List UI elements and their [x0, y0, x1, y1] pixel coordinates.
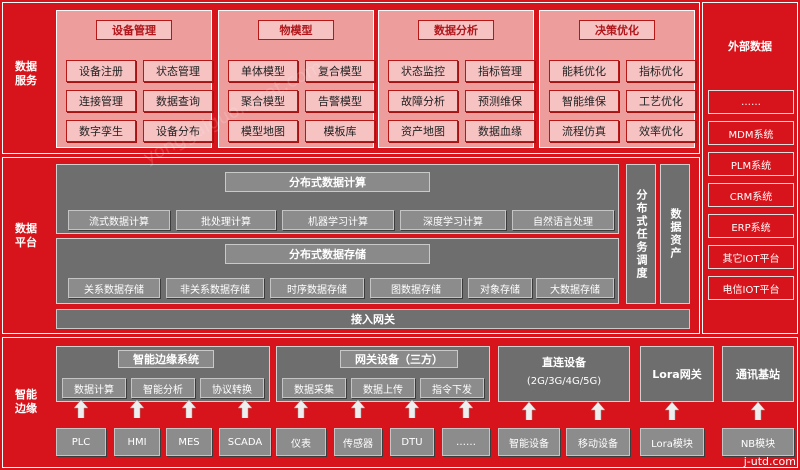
section-label-data-service: 数据 服务 — [15, 60, 37, 87]
base-station-title: 通讯基站 — [736, 368, 780, 381]
compute-item[interactable]: 流式数据计算 — [68, 210, 170, 230]
service-item[interactable]: 预测维保 — [465, 90, 535, 112]
compute-item[interactable]: 批处理计算 — [176, 210, 276, 230]
external-item[interactable]: CRM系统 — [708, 183, 794, 207]
data-service-frame — [2, 2, 700, 154]
service-item[interactable]: 资产地图 — [388, 120, 458, 142]
gateway-item[interactable]: 数据采集 — [282, 378, 346, 398]
external-item[interactable]: ERP系统 — [708, 214, 794, 238]
service-group-title-0: 设备管理 — [96, 20, 172, 40]
up-arrow-icon — [294, 400, 308, 418]
service-item[interactable]: 指标管理 — [465, 60, 535, 82]
smart-edge-item[interactable]: 智能分析 — [131, 378, 195, 398]
gateway-bar: 接入网关 — [56, 309, 690, 329]
service-item[interactable]: 故障分析 — [388, 90, 458, 112]
service-item[interactable]: 状态监控 — [388, 60, 458, 82]
smart-edge-item[interactable]: 协议转换 — [200, 378, 264, 398]
up-arrow-icon — [238, 400, 252, 418]
external-item[interactable]: 其它IOT平台 — [708, 245, 794, 269]
lora-gateway-panel — [640, 346, 714, 402]
storage-title: 分布式数据存储 — [225, 244, 430, 264]
smart-edge-item[interactable]: 数据计算 — [62, 378, 126, 398]
bottom-item[interactable]: DTU — [390, 428, 434, 456]
bottom-item[interactable]: 传感器 — [334, 428, 382, 456]
corner-mark: j-utd.com — [743, 455, 796, 468]
up-arrow-icon — [459, 400, 473, 418]
storage-item[interactable]: 时序数据存储 — [270, 278, 364, 298]
service-item[interactable]: 复合模型 — [305, 60, 375, 82]
data-platform-frame — [2, 157, 700, 334]
service-item[interactable]: 聚合模型 — [228, 90, 298, 112]
lora-gateway-title: Lora网关 — [652, 368, 702, 381]
gateway-device-title: 网关设备（三方） — [340, 350, 458, 368]
bottom-item[interactable]: SCADA — [219, 428, 271, 456]
direct-device-panel — [498, 346, 630, 402]
up-arrow-icon — [405, 400, 419, 418]
up-arrow-icon — [522, 402, 536, 420]
service-item[interactable]: 流程仿真 — [549, 120, 619, 142]
edge-frame — [2, 337, 798, 468]
storage-item[interactable]: 非关系数据存储 — [166, 278, 264, 298]
external-item[interactable]: …… — [708, 90, 794, 114]
service-item[interactable]: 设备注册 — [66, 60, 136, 82]
service-group-title-3: 决策优化 — [579, 20, 655, 40]
service-item[interactable]: 数据查询 — [143, 90, 213, 112]
compute-item[interactable]: 深度学习计算 — [400, 210, 506, 230]
service-item[interactable]: 数据血缘 — [465, 120, 535, 142]
bottom-item[interactable]: 智能设备 — [498, 428, 560, 456]
storage-item[interactable]: 关系数据存储 — [68, 278, 160, 298]
service-item[interactable]: 模板库 — [305, 120, 375, 142]
service-item[interactable]: 能耗优化 — [549, 60, 619, 82]
service-item[interactable]: 连接管理 — [66, 90, 136, 112]
bottom-item[interactable]: 仪表 — [276, 428, 326, 456]
service-item[interactable]: 单体模型 — [228, 60, 298, 82]
external-item[interactable]: 电信IOT平台 — [708, 276, 794, 300]
smart-edge-title: 智能边缘系统 — [118, 350, 214, 368]
bottom-item[interactable]: 移动设备 — [566, 428, 630, 456]
service-item[interactable]: 状态管理 — [143, 60, 213, 82]
direct-device-subtitle: (2G/3G/4G/5G) — [526, 376, 602, 387]
storage-item[interactable]: 对象存储 — [468, 278, 532, 298]
gateway-item[interactable]: 指令下发 — [420, 378, 484, 398]
bottom-item[interactable]: Lora模块 — [640, 428, 704, 456]
up-arrow-icon — [74, 400, 88, 418]
direct-device-title: 直连设备 — [542, 356, 586, 369]
service-item[interactable]: 告警模型 — [305, 90, 375, 112]
service-item[interactable]: 模型地图 — [228, 120, 298, 142]
external-item[interactable]: MDM系统 — [708, 121, 794, 145]
storage-item[interactable]: 图数据存储 — [370, 278, 462, 298]
compute-item[interactable]: 机器学习计算 — [282, 210, 394, 230]
service-item[interactable]: 设备分布 — [143, 120, 213, 142]
up-arrow-icon — [751, 402, 765, 420]
up-arrow-icon — [591, 402, 605, 420]
bottom-item[interactable]: HMI — [114, 428, 160, 456]
up-arrow-icon — [182, 400, 196, 418]
up-arrow-icon — [665, 402, 679, 420]
data-asset-box: 数据资产 — [660, 164, 690, 304]
bottom-item[interactable]: …… — [442, 428, 490, 456]
bottom-item[interactable]: NB模块 — [722, 428, 794, 456]
external-data-title: 外部数据 — [728, 40, 772, 53]
compute-title: 分布式数据计算 — [225, 172, 430, 192]
bottom-item[interactable]: MES — [166, 428, 212, 456]
service-group-title-1: 物模型 — [258, 20, 334, 40]
external-item[interactable]: PLM系统 — [708, 152, 794, 176]
compute-item[interactable]: 自然语言处理 — [512, 210, 614, 230]
up-arrow-icon — [130, 400, 144, 418]
external-data-frame — [702, 2, 798, 334]
scheduler-box: 分布式任务调度 — [626, 164, 656, 304]
bottom-item[interactable]: PLC — [56, 428, 106, 456]
service-group-title-2: 数据分析 — [418, 20, 494, 40]
gateway-item[interactable]: 数据上传 — [351, 378, 415, 398]
service-item[interactable]: 智能维保 — [549, 90, 619, 112]
service-item[interactable]: 数字孪生 — [66, 120, 136, 142]
service-item[interactable]: 工艺优化 — [626, 90, 696, 112]
storage-item[interactable]: 大数据存储 — [536, 278, 614, 298]
base-station-panel — [722, 346, 794, 402]
section-label-edge: 智能 边缘 — [15, 388, 37, 415]
service-item[interactable]: 效率优化 — [626, 120, 696, 142]
up-arrow-icon — [351, 400, 365, 418]
section-label-data-platform: 数据 平台 — [15, 222, 37, 249]
service-item[interactable]: 指标优化 — [626, 60, 696, 82]
